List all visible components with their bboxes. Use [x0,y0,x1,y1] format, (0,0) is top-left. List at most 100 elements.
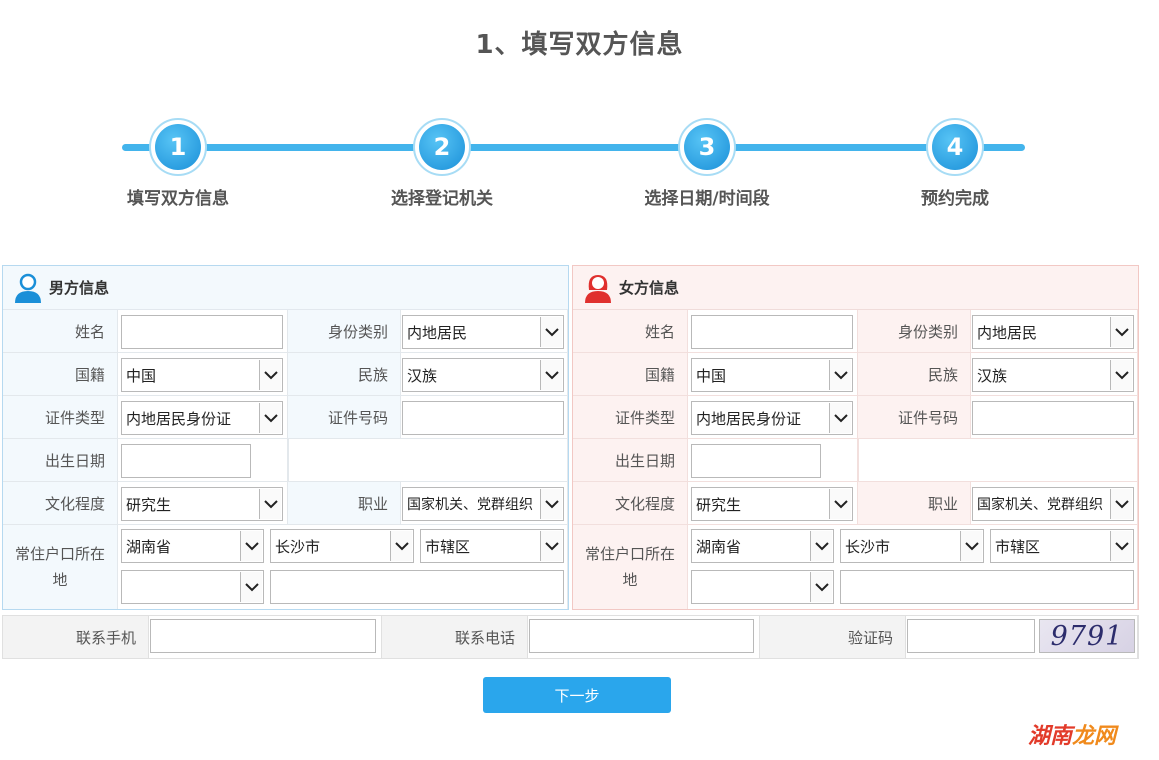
male-row-birth: 出生日期 [3,439,568,482]
female-occupation-label: 职业 [927,494,958,513]
male-district-value: 市辖区 [425,537,471,556]
male-address-input[interactable] [270,570,564,604]
female-id-category-label: 身份类别 [897,322,958,341]
female-nationality-select[interactable]: 中国 [691,358,853,392]
step-3-label: 选择日期/时间段 [644,189,770,209]
chevron-down-icon [240,572,262,602]
male-id-category-label: 身份类别 [327,322,388,341]
female-ethnicity-select[interactable]: 汉族 [972,358,1134,392]
chevron-down-icon [810,572,832,602]
step-4-number: 4 [932,124,978,170]
step-3-circle: 3 [678,118,736,176]
phone-input[interactable] [529,619,754,653]
male-province-select[interactable]: 湖南省 [121,529,264,563]
male-ethnicity-label: 民族 [357,365,388,384]
male-id-type-select[interactable]: 内地居民身份证 [121,401,283,435]
step-2-label: 选择登记机关 [391,189,493,209]
chevron-down-icon [540,489,562,519]
female-education-select[interactable]: 研究生 [691,487,853,521]
female-row-id-type: 证件类型 内地居民身份证 证件号码 [573,396,1138,439]
chevron-down-icon [1110,489,1132,519]
chevron-down-icon [390,531,412,561]
step-1-number: 1 [155,124,201,170]
progress-steps: 1 填写双方信息 2 选择登记机关 3 选择日期/时间段 4 预约完成 [0,118,1159,218]
female-row-birth: 出生日期 [573,439,1138,482]
male-city-select[interactable]: 长沙市 [270,529,414,563]
female-city-select[interactable]: 长沙市 [840,529,984,563]
female-id-number-label: 证件号码 [897,408,958,427]
male-education-label: 文化程度 [44,494,105,513]
male-birth-label: 出生日期 [44,451,105,470]
step-3-number: 3 [684,124,730,170]
male-panel-header: 男方信息 [3,266,568,310]
watermark-part1: 湖南 [1028,724,1073,749]
male-id-category-select[interactable]: 内地居民 [402,315,564,349]
male-ethnicity-select[interactable]: 汉族 [402,358,564,392]
female-row-education: 文化程度 研究生 职业 国家机关、党群组织 [573,482,1138,525]
captcha-image[interactable]: 9791 [1039,619,1135,653]
phone-label: 联系电话 [454,628,515,647]
male-name-input[interactable] [121,315,283,349]
male-user-icon [15,273,41,303]
next-step-button[interactable]: 下一步 [483,677,671,713]
chevron-down-icon [829,489,851,519]
step-1-circle: 1 [149,118,207,176]
step-2: 2 选择登记机关 [362,118,522,209]
female-id-category-select[interactable]: 内地居民 [972,315,1134,349]
step-4-circle: 4 [926,118,984,176]
male-occupation-label: 职业 [357,494,388,513]
female-id-category-value: 内地居民 [977,323,1038,342]
female-birth-label: 出生日期 [614,451,675,470]
female-name-input[interactable] [691,315,853,349]
chevron-down-icon [1110,360,1132,390]
female-occupation-select[interactable]: 国家机关、党群组织 [972,487,1134,521]
female-address-input[interactable] [840,570,1134,604]
male-birth-date-input[interactable] [121,444,251,478]
captcha-input[interactable] [907,619,1035,653]
male-town-select[interactable] [121,570,264,604]
male-residence-label: 常住户口所在地 [14,545,105,589]
chevron-down-icon [540,531,562,561]
male-district-select[interactable]: 市辖区 [420,529,564,563]
chevron-down-icon [810,531,832,561]
male-nationality-select[interactable]: 中国 [121,358,283,392]
male-row-education: 文化程度 研究生 职业 国家机关、党群组织 [3,482,568,525]
step-1-label: 填写双方信息 [127,189,229,209]
chevron-down-icon [1110,531,1132,561]
female-education-label: 文化程度 [614,494,675,513]
male-province-value: 湖南省 [126,537,172,556]
female-district-select[interactable]: 市辖区 [990,529,1134,563]
female-id-number-input[interactable] [972,401,1134,435]
male-info-panel: 男方信息 姓名 身份类别 内地居民 国籍 中国 民族 汉族 证件类型 内地居民身… [2,265,569,610]
female-panel-header: 女方信息 [573,266,1138,310]
contact-row: 联系手机 联系电话 验证码 9791 [2,615,1139,659]
captcha-label: 验证码 [847,628,893,647]
site-watermark-logo: 湖南龙网 [1028,718,1116,750]
step-4-label: 预约完成 [921,189,989,209]
female-name-label: 姓名 [644,322,675,341]
male-name-label: 姓名 [74,322,105,341]
watermark-part2: 龙网 [1072,724,1117,749]
chevron-down-icon [540,360,562,390]
mobile-input[interactable] [150,619,376,653]
female-province-select[interactable]: 湖南省 [691,529,834,563]
female-city-value: 长沙市 [845,537,891,556]
mobile-label: 联系手机 [75,628,136,647]
male-occupation-select[interactable]: 国家机关、党群组织 [402,487,564,521]
female-residence-label: 常住户口所在地 [584,545,675,589]
chevron-down-icon [540,317,562,347]
male-id-type-value: 内地居民身份证 [126,409,232,428]
progress-track [122,144,1025,151]
male-id-number-input[interactable] [402,401,564,435]
female-row-residence: 常住户口所在地 湖南省 长沙市 市辖区 [573,525,1138,609]
chevron-down-icon [829,360,851,390]
male-education-select[interactable]: 研究生 [121,487,283,521]
step-1: 1 填写双方信息 [98,118,258,209]
female-education-value: 研究生 [696,495,742,514]
female-birth-date-input[interactable] [691,444,821,478]
step-2-circle: 2 [413,118,471,176]
male-id-type-label: 证件类型 [44,408,105,427]
female-town-select[interactable] [691,570,834,604]
female-id-type-label: 证件类型 [614,408,675,427]
female-id-type-select[interactable]: 内地居民身份证 [691,401,853,435]
